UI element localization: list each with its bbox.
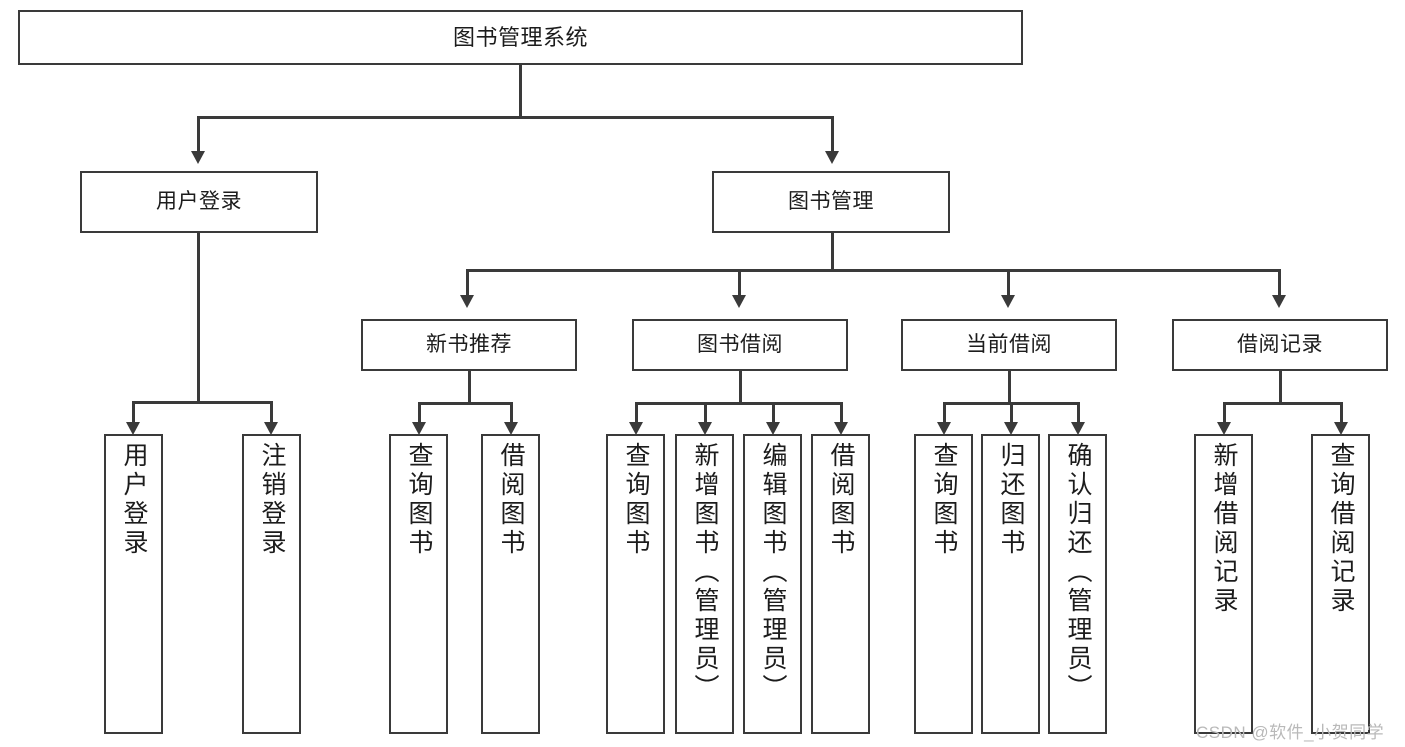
- connector-current-to-l3: [1077, 402, 1080, 424]
- connector-recommend-to-l1: [418, 402, 421, 424]
- connector-root-stem: [519, 65, 522, 118]
- node-borrow-record[interactable]: 借阅记录: [1172, 319, 1388, 371]
- connector-login-stem: [197, 233, 200, 403]
- node-book-management[interactable]: 图书管理: [712, 171, 950, 233]
- leaf-borrow-borrow-book[interactable]: 借阅图书: [811, 434, 870, 734]
- node-label: 用户登录: [120, 442, 148, 558]
- leaf-current-confirm-return-admin[interactable]: 确认归还（管理员）: [1048, 434, 1107, 734]
- connector-bookmgmt-bus: [466, 269, 1278, 272]
- connector-root-bus: [197, 116, 833, 119]
- connector-recommend-stem: [468, 371, 471, 404]
- node-label: 借阅图书: [827, 442, 855, 558]
- arrowhead-bookmgmt-c3: [1001, 295, 1015, 308]
- connector-record-stem: [1279, 371, 1282, 404]
- arrowhead-current-l1: [937, 422, 951, 435]
- node-label: 当前借阅: [966, 332, 1052, 356]
- connector-borrow-bus: [635, 402, 842, 405]
- connector-record-to-l2: [1340, 402, 1343, 424]
- node-current-borrow[interactable]: 当前借阅: [901, 319, 1117, 371]
- connector-borrow-to-l4: [840, 402, 843, 424]
- node-label: 新增图书（管理员）: [691, 442, 719, 703]
- connector-borrow-to-l1: [635, 402, 638, 424]
- arrowhead-bookmgmt-c2: [732, 295, 746, 308]
- connector-bookmgmt-to-c4: [1278, 269, 1281, 297]
- arrowhead-borrow-l2: [698, 422, 712, 435]
- connector-record-to-l1: [1223, 402, 1226, 424]
- arrowhead-borrow-l4: [834, 422, 848, 435]
- node-new-book-recommend[interactable]: 新书推荐: [361, 319, 577, 371]
- leaf-current-query-book[interactable]: 查询图书: [914, 434, 973, 734]
- csdn-watermark: CSDN @软件_小贺同学: [1196, 723, 1385, 742]
- connector-root-to-bookmgmt: [831, 116, 834, 151]
- node-label: 确认归还（管理员）: [1064, 442, 1092, 703]
- connector-borrow-to-l3: [772, 402, 775, 424]
- node-label: 新书推荐: [426, 332, 512, 356]
- leaf-borrow-query-book[interactable]: 查询图书: [606, 434, 665, 734]
- arrowhead-borrow-l1: [629, 422, 643, 435]
- leaf-borrow-add-book-admin[interactable]: 新增图书（管理员）: [675, 434, 734, 734]
- node-label: 借阅记录: [1237, 332, 1323, 356]
- connector-bookmgmt-to-c2: [738, 269, 741, 297]
- arrowhead-record-l2: [1334, 422, 1348, 435]
- arrowhead-login-leaf1: [126, 422, 140, 435]
- connector-current-stem: [1008, 371, 1011, 404]
- node-root-system[interactable]: 图书管理系统: [18, 10, 1023, 65]
- arrowhead-record-l1: [1217, 422, 1231, 435]
- node-label: 图书管理: [788, 189, 874, 213]
- arrowhead-recommend-l2: [504, 422, 518, 435]
- node-label: 查询图书: [622, 442, 650, 558]
- leaf-borrow-edit-book-admin[interactable]: 编辑图书（管理员）: [743, 434, 802, 734]
- node-label: 用户登录: [156, 189, 242, 213]
- node-label: 新增借阅记录: [1210, 442, 1238, 616]
- node-label: 注销登录: [258, 442, 286, 558]
- node-label: 查询图书: [405, 442, 433, 558]
- node-label: 查询图书: [930, 442, 958, 558]
- connector-bookmgmt-stem: [831, 233, 834, 271]
- node-label: 图书管理系统: [452, 24, 588, 50]
- leaf-logout[interactable]: 注销登录: [242, 434, 301, 734]
- connector-recommend-to-l2: [510, 402, 513, 424]
- connector-borrow-stem: [739, 371, 742, 404]
- arrowhead-current-l3: [1071, 422, 1085, 435]
- arrowhead-root-to-login: [191, 151, 205, 164]
- arrowhead-borrow-l3: [766, 422, 780, 435]
- node-user-login[interactable]: 用户登录: [80, 171, 318, 233]
- leaf-record-add-record[interactable]: 新增借阅记录: [1194, 434, 1253, 734]
- arrowhead-bookmgmt-c4: [1272, 295, 1286, 308]
- connector-current-to-l1: [943, 402, 946, 424]
- node-label: 编辑图书（管理员）: [759, 442, 787, 703]
- connector-root-to-login: [197, 116, 200, 151]
- connector-login-to-leaf1: [132, 401, 135, 424]
- node-label: 图书借阅: [697, 332, 783, 356]
- connector-borrow-to-l2: [704, 402, 707, 424]
- leaf-record-query-record[interactable]: 查询借阅记录: [1311, 434, 1370, 734]
- leaf-current-return-book[interactable]: 归还图书: [981, 434, 1040, 734]
- node-label: 归还图书: [997, 442, 1025, 558]
- arrowhead-current-l2: [1004, 422, 1018, 435]
- connector-record-bus: [1223, 402, 1341, 405]
- connector-login-to-leaf2: [270, 401, 273, 424]
- arrowhead-root-to-bookmgmt: [825, 151, 839, 164]
- connector-bookmgmt-to-c3: [1007, 269, 1010, 297]
- node-label: 借阅图书: [497, 442, 525, 558]
- node-book-borrow[interactable]: 图书借阅: [632, 319, 848, 371]
- leaf-user-login[interactable]: 用户登录: [104, 434, 163, 734]
- connector-bookmgmt-to-c1: [466, 269, 469, 297]
- connector-current-to-l2: [1010, 402, 1013, 424]
- arrowhead-login-leaf2: [264, 422, 278, 435]
- node-label: 查询借阅记录: [1327, 442, 1355, 616]
- connector-login-bus: [132, 401, 272, 404]
- arrowhead-bookmgmt-c1: [460, 295, 474, 308]
- leaf-recommend-query-book[interactable]: 查询图书: [389, 434, 448, 734]
- connector-recommend-bus: [418, 402, 513, 405]
- leaf-recommend-borrow-book[interactable]: 借阅图书: [481, 434, 540, 734]
- arrowhead-recommend-l1: [412, 422, 426, 435]
